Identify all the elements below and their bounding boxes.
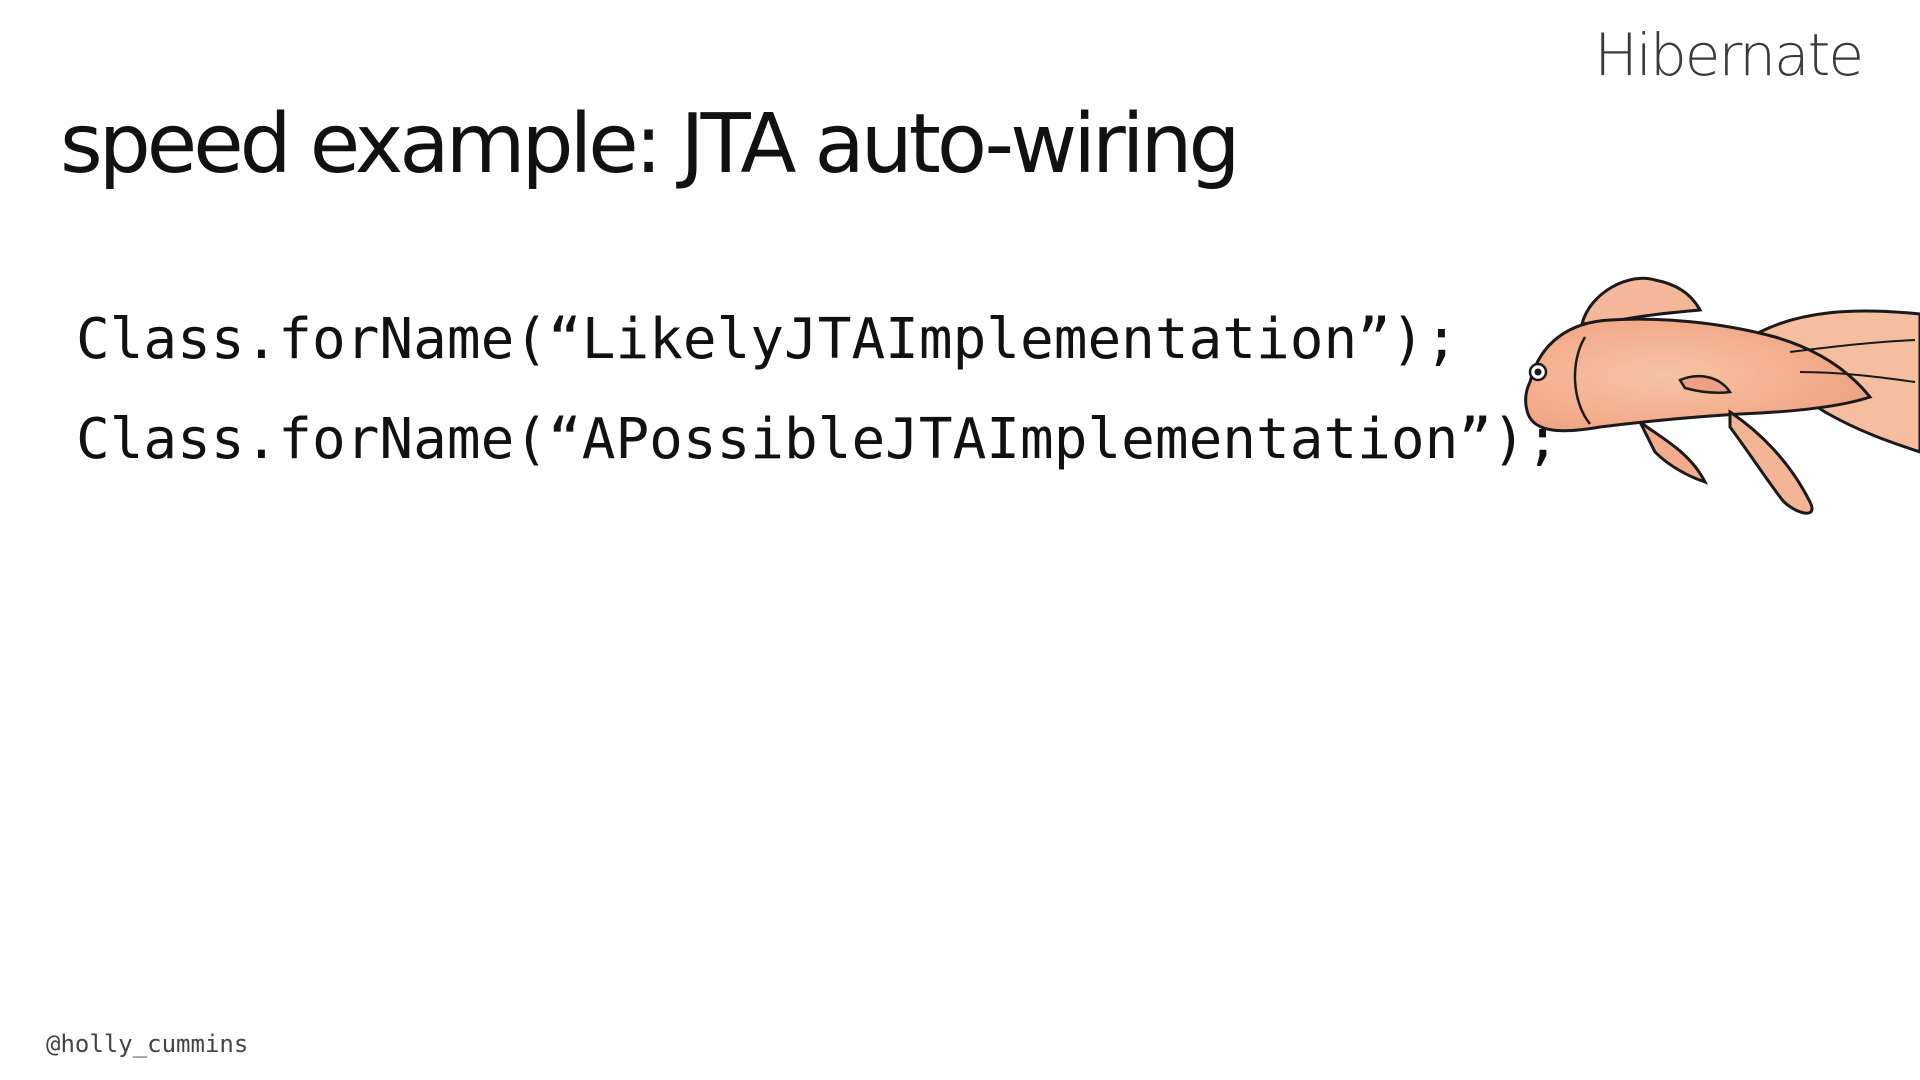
fish-tail-streak — [1789, 339, 1916, 353]
fish-pectoral-fin — [1678, 375, 1733, 395]
slide-title: speed example: JTA auto-wiring — [60, 97, 1241, 192]
code-line-1: Class.forName(“LikelyJTAImplementation”)… — [76, 307, 1459, 372]
goldfish-illustration — [1524, 276, 1920, 515]
fish-pelvic-fin — [1638, 420, 1708, 485]
code-block: Class.forName(“LikelyJTAImplementation”)… — [76, 290, 1559, 490]
fish-pupil — [1534, 368, 1542, 376]
fish-gill-line — [1573, 336, 1591, 425]
brand-label: Hibernate — [1594, 21, 1864, 89]
fish-tail-streak — [1799, 371, 1916, 383]
author-handle: @holly_cummins — [46, 1030, 249, 1058]
code-line-2: Class.forName(“APossibleJTAImplementatio… — [76, 407, 1560, 472]
fish-anal-fin — [1728, 409, 1814, 515]
fish-dorsal-fin — [1580, 276, 1703, 326]
